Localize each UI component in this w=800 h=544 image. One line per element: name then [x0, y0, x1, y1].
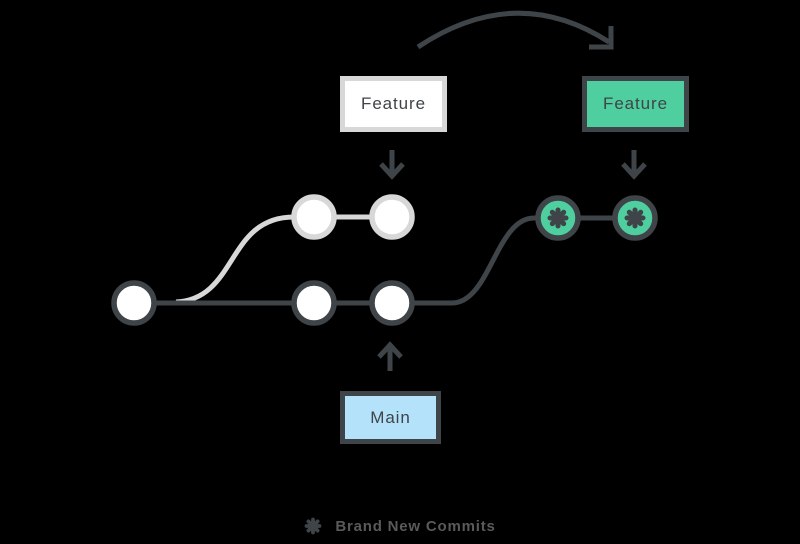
new-commit-asterisk-icon: [304, 517, 322, 535]
old-feature-branch-line: [175, 214, 392, 305]
rebase-arrow-arc: [416, 10, 611, 50]
main-branch-box: Main: [340, 391, 441, 444]
commit-main-1: [291, 280, 337, 326]
arrow-up-icon: [377, 341, 403, 359]
main-branch-line: [134, 215, 635, 306]
legend-label: Brand New Commits: [335, 517, 496, 535]
commit-root: [111, 280, 157, 326]
commit-feature-old-2: [369, 194, 415, 240]
feature-before-pointer-arrow: [379, 150, 405, 180]
legend: Brand New Commits: [0, 517, 800, 535]
main-branch-label: Main: [370, 407, 411, 427]
main-pointer-arrow: [377, 341, 403, 371]
commit-main-2: [369, 280, 415, 326]
feature-branch-label: Feature: [361, 94, 426, 113]
new-commit-asterisk-icon: [547, 207, 569, 229]
rebase-curved-arrow: [416, 10, 614, 50]
arrow-down-icon: [621, 162, 647, 180]
commit-feature-old-1: [291, 194, 337, 240]
feature-branch-box-before: Feature: [340, 76, 447, 132]
new-commit-asterisk-icon: [624, 207, 646, 229]
arrow-down-icon: [379, 162, 405, 180]
feature-after-pointer-arrow: [621, 150, 647, 180]
feature-branch-label: Feature: [603, 94, 668, 113]
feature-branch-box-after: Feature: [582, 76, 689, 132]
rebase-arrowhead-icon: [589, 26, 614, 50]
